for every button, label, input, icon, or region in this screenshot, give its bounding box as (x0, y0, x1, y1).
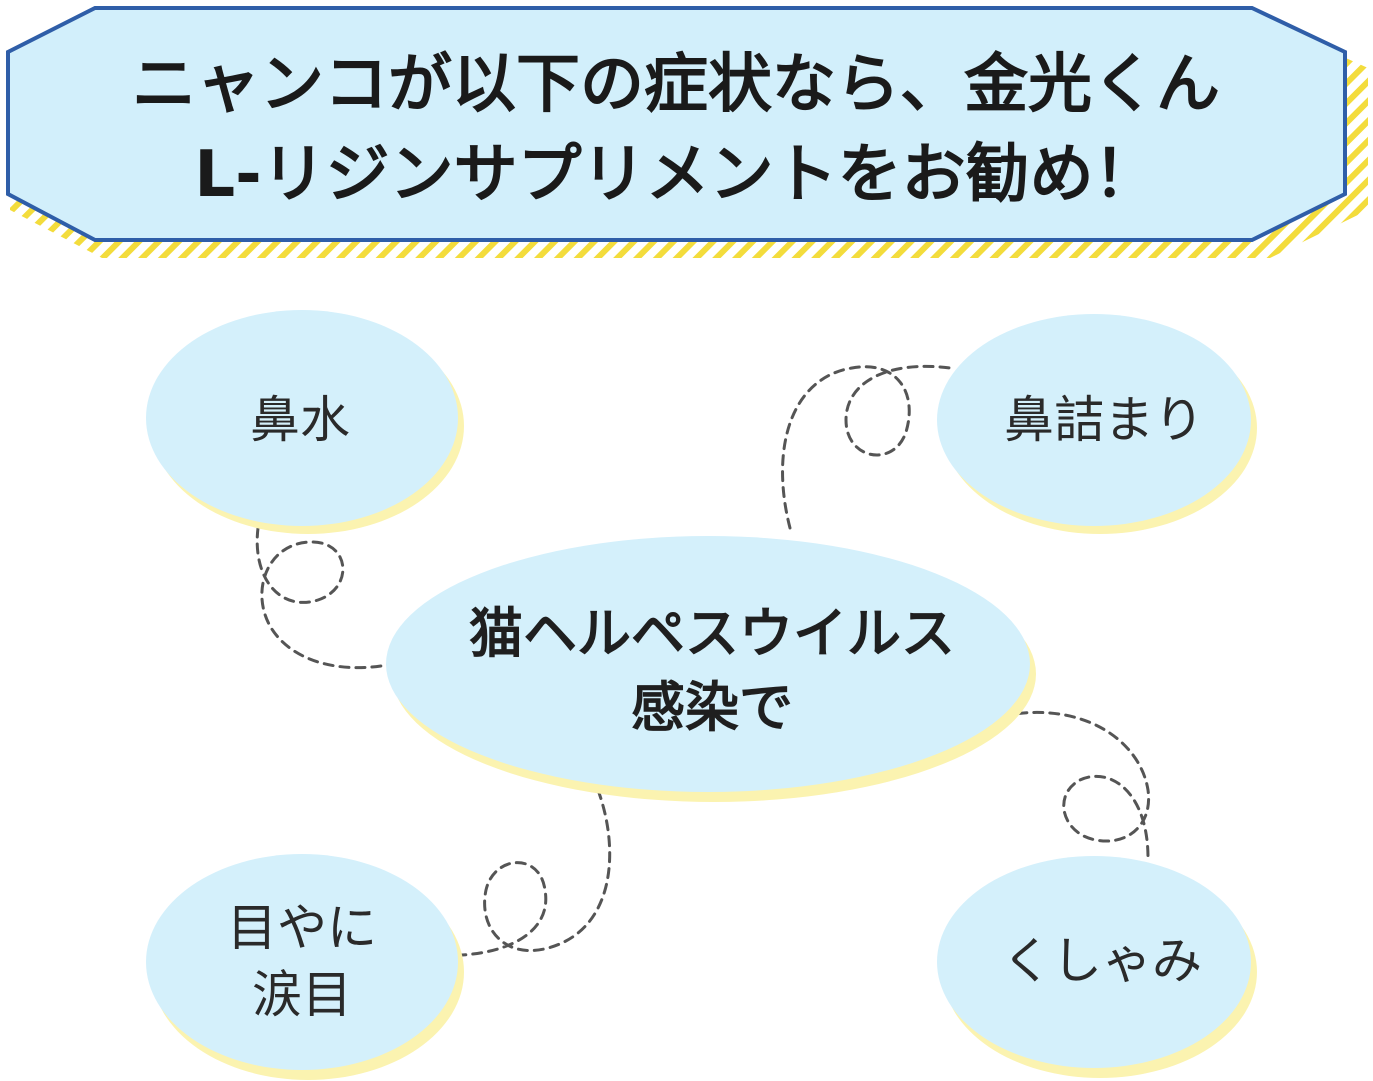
bubble-stuffy-nose: 鼻詰まり (937, 314, 1257, 534)
connector-runny-nose (255, 526, 394, 670)
bubble-body (146, 854, 458, 1070)
symptom-eye-discharge-line2: 涙目 (252, 966, 352, 1024)
banner-title-line1: ニャンコが以下の症状なら、金光くん (132, 48, 1220, 122)
banner-panel (6, 6, 1347, 242)
bubble-body (146, 310, 458, 526)
bubble-body (937, 856, 1251, 1068)
symptom-eye-discharge-line1: 目やに (227, 899, 377, 957)
connectors (255, 364, 1151, 957)
title-banner: ニャンコが以下の症状なら、金光くん L-リジンサプリメントをお勧め！ (6, 6, 1368, 258)
connector-sneeze (1000, 710, 1151, 860)
bubble-runny-nose: 鼻水 (146, 310, 464, 534)
center-cause-line1: 猫ヘルペスウイルス (469, 602, 955, 665)
connector-eye-discharge (460, 788, 612, 957)
center-cause-line2: 感染で (631, 676, 793, 739)
bubble-body (937, 314, 1251, 526)
connector-stuffy-nose (781, 364, 952, 530)
bubble-body (386, 536, 1030, 792)
bubble-eye-discharge: 目やに 涙目 (146, 854, 464, 1080)
bubble-sneeze: くしゃみ (937, 856, 1257, 1078)
symptom-runny-nose-label: 鼻水 (250, 391, 350, 449)
bubble-center-cause: 猫ヘルペスウイルス 感染で (386, 536, 1036, 802)
symptom-stuffy-nose-label: 鼻詰まり (1004, 391, 1204, 449)
symptom-sneeze-label: くしゃみ (1002, 932, 1202, 990)
banner-title-line2: L-リジンサプリメントをお勧め！ (194, 138, 1157, 212)
